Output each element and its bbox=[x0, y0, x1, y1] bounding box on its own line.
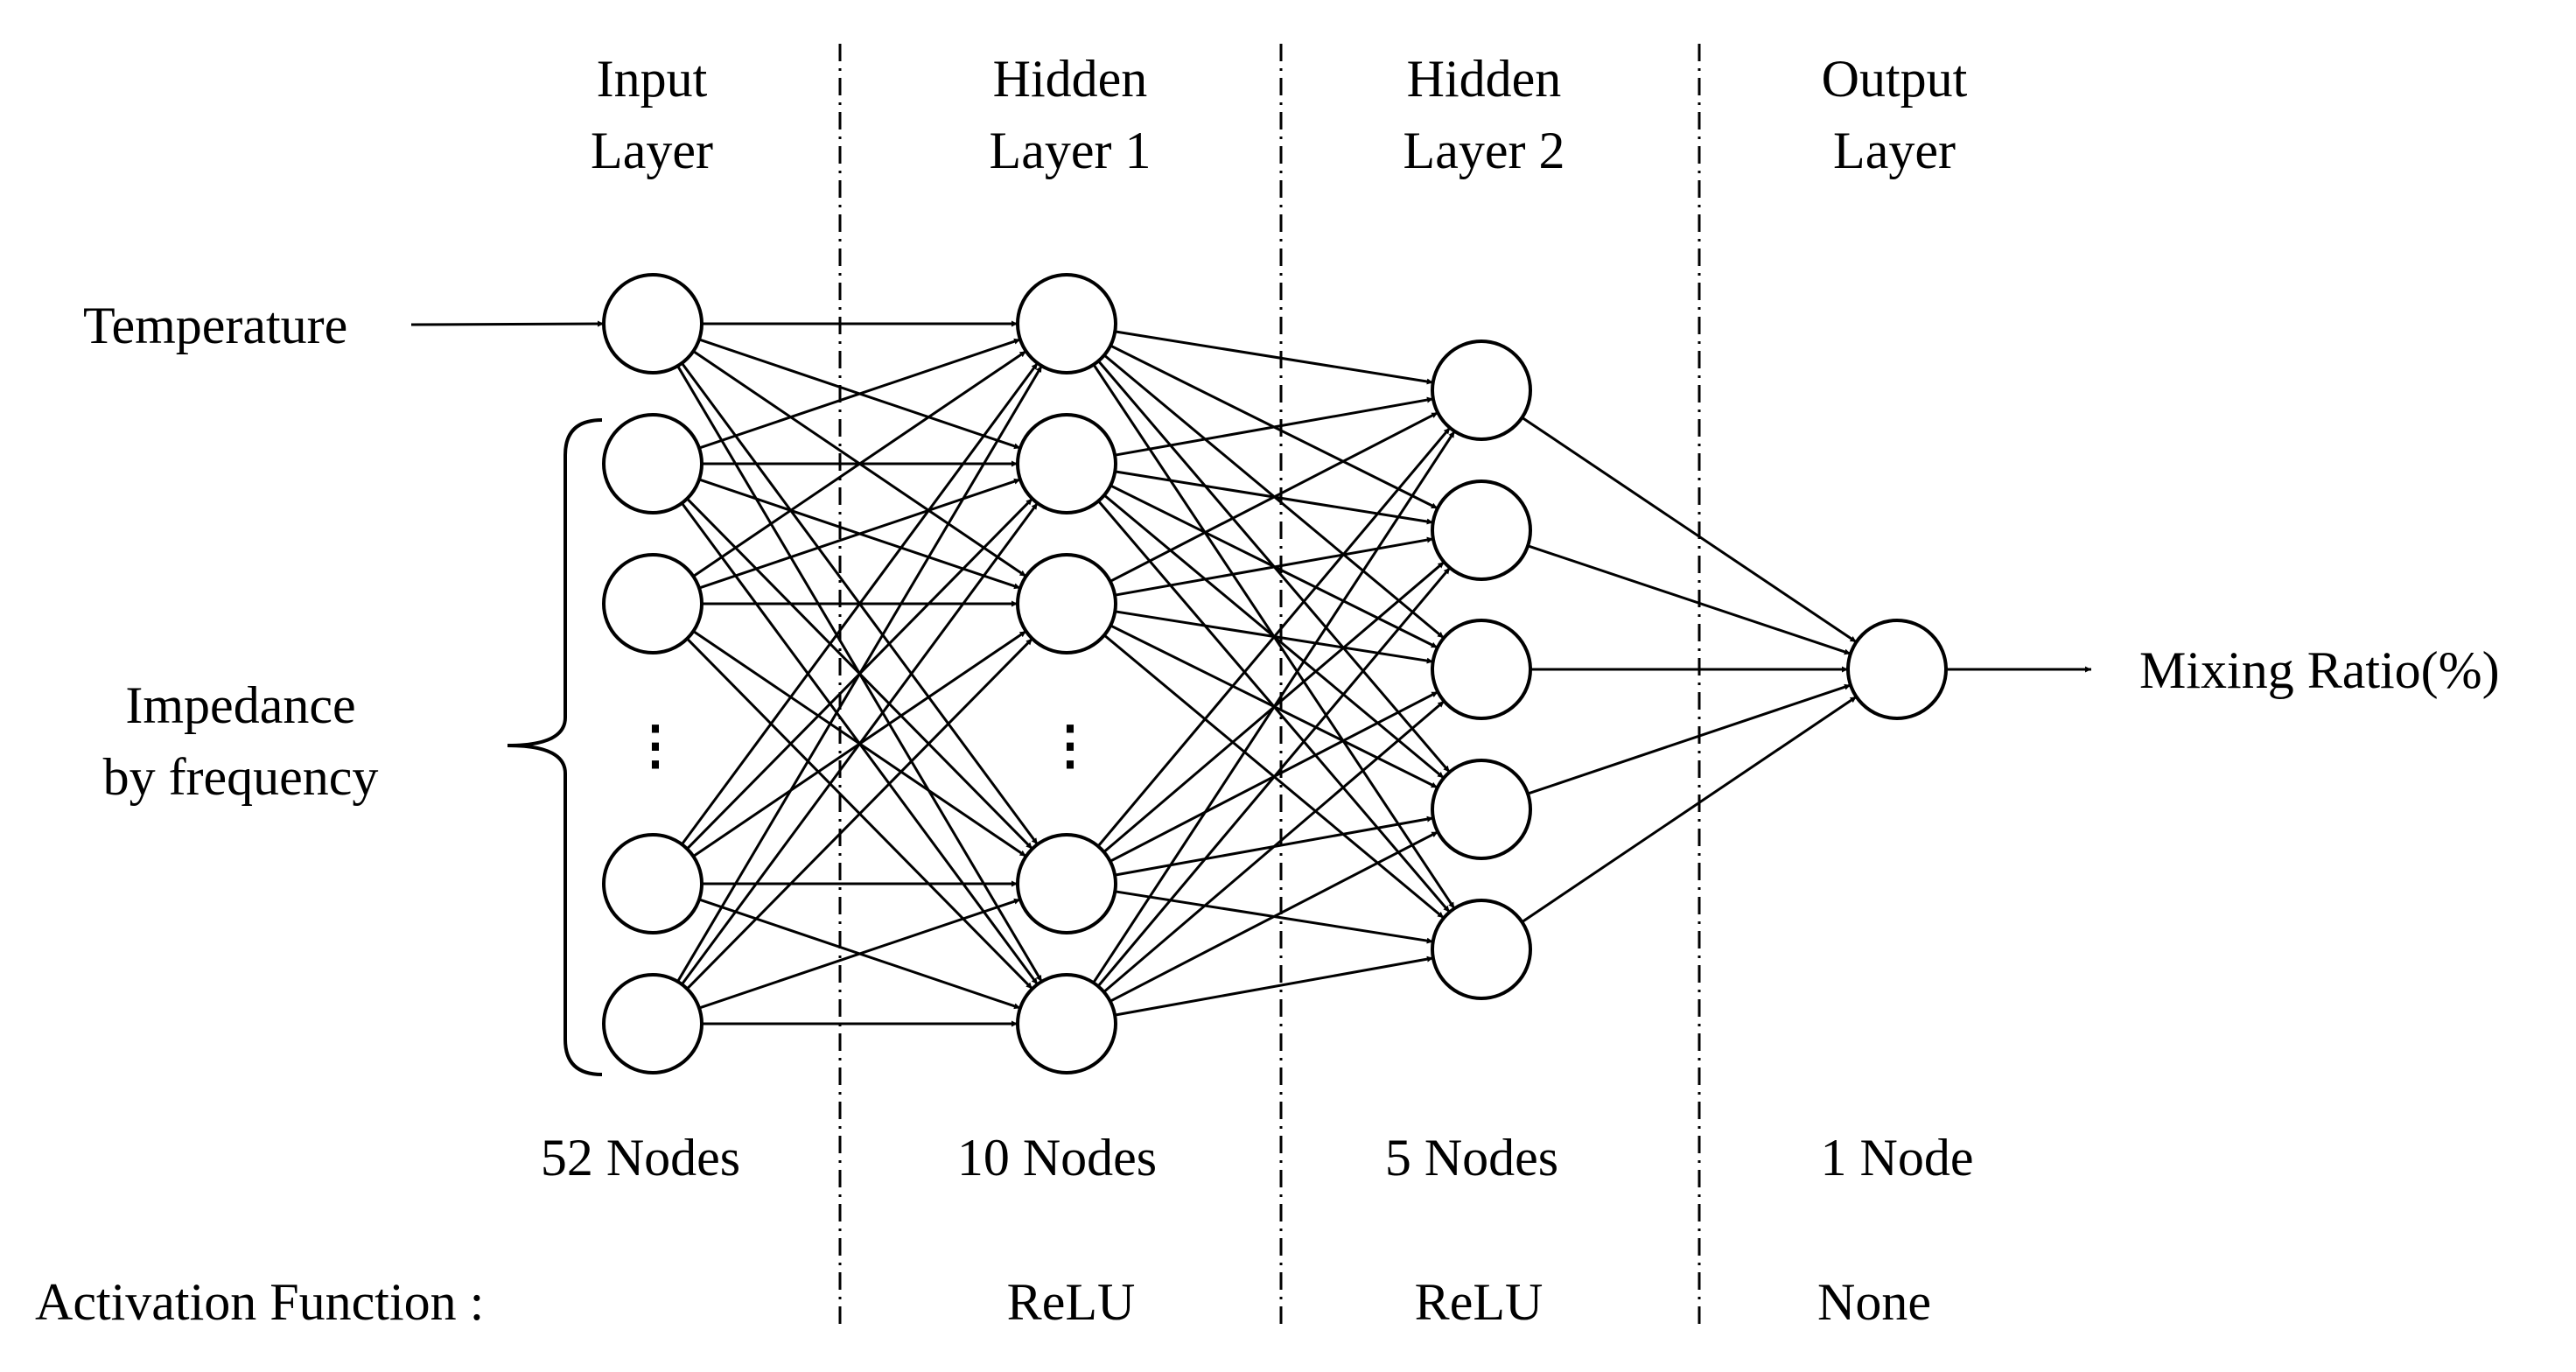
connection-edge bbox=[1521, 416, 1858, 644]
hidden-layer-2-activation: ReLU bbox=[1415, 1273, 1544, 1331]
output-layer-title-line2: Layer bbox=[1833, 122, 1956, 179]
hidden-layer-2-title-line2: Layer 2 bbox=[1404, 122, 1565, 179]
connection-edge bbox=[1096, 426, 1452, 848]
hidden2-node bbox=[1431, 619, 1532, 720]
hidden2-node bbox=[1431, 340, 1532, 441]
hidden-layer-1-node-count: 10 Nodes bbox=[957, 1129, 1157, 1186]
activation-function-heading: Activation Function : bbox=[35, 1273, 484, 1331]
connection-edge bbox=[1527, 683, 1852, 795]
hidden-layer-1-title-line2: Layer 1 bbox=[990, 122, 1152, 179]
connection-edge bbox=[1114, 536, 1434, 597]
connection-edge bbox=[1102, 700, 1446, 993]
hidden1-node bbox=[1016, 833, 1117, 934]
input-node bbox=[602, 973, 704, 1074]
hidden1-node bbox=[1016, 273, 1117, 374]
hidden2-node bbox=[1431, 759, 1532, 860]
connection-edge bbox=[1096, 566, 1452, 988]
connection-edge bbox=[686, 637, 1033, 990]
connection-edge bbox=[1115, 330, 1433, 385]
output-label: Mixing Ratio(%) bbox=[2139, 641, 2500, 699]
input-node bbox=[602, 553, 704, 654]
connection-edge bbox=[1527, 544, 1852, 655]
connection-edge bbox=[676, 365, 1043, 983]
hidden2-node bbox=[1431, 899, 1532, 1000]
hidden-layer-2-node-count: 5 Nodes bbox=[1385, 1129, 1558, 1186]
connection-edge bbox=[698, 478, 1021, 590]
connection-edges bbox=[676, 320, 1858, 1027]
hidden1-node bbox=[1016, 413, 1117, 514]
input-node bbox=[602, 413, 704, 514]
input-layer-title-line2: Layer bbox=[591, 122, 713, 179]
impedance-brace bbox=[507, 418, 603, 1076]
input-layer-title-line1: Input bbox=[597, 50, 708, 108]
connection-edge bbox=[1114, 956, 1434, 1017]
output-node bbox=[1846, 619, 1948, 720]
connection-edge bbox=[1092, 430, 1456, 984]
hidden1-node bbox=[1016, 553, 1117, 654]
impedance-label-line1: Impedance bbox=[125, 676, 355, 734]
hidden-layer-1-activation: ReLU bbox=[1007, 1273, 1136, 1331]
temperature-label: Temperature bbox=[83, 297, 347, 354]
temperature-arrow bbox=[410, 320, 605, 327]
input-layer-ellipsis: ⋮ bbox=[629, 717, 682, 774]
hidden-layer-1-title-line1: Hidden bbox=[993, 50, 1148, 108]
input-layer-node-count: 52 Nodes bbox=[541, 1129, 740, 1186]
output-layer-title-line1: Output bbox=[1822, 50, 1968, 108]
connection-edge bbox=[681, 362, 1039, 845]
hidden-layer-1-ellipsis: ⋮ bbox=[1044, 717, 1096, 774]
input-node bbox=[602, 833, 704, 934]
connection-edge bbox=[1110, 411, 1438, 583]
connection-edge bbox=[681, 502, 1039, 985]
impedance-label-line2: by frequency bbox=[103, 748, 379, 806]
connection-edge bbox=[1521, 696, 1858, 923]
connection-edge bbox=[692, 350, 1027, 578]
hidden2-node bbox=[1431, 480, 1532, 581]
connection-edge bbox=[698, 898, 1021, 1010]
hidden1-node bbox=[1016, 973, 1117, 1074]
connection-edge bbox=[1110, 830, 1438, 1003]
output-layer-node-count: 1 Node bbox=[1821, 1129, 1974, 1186]
hidden-layer-2-title-line1: Hidden bbox=[1407, 50, 1562, 108]
input-node bbox=[602, 273, 704, 374]
connection-edge bbox=[1114, 396, 1434, 457]
network-nodes bbox=[602, 273, 1948, 1074]
connection-edge bbox=[698, 338, 1021, 450]
output-layer-activation: None bbox=[1817, 1273, 1931, 1331]
